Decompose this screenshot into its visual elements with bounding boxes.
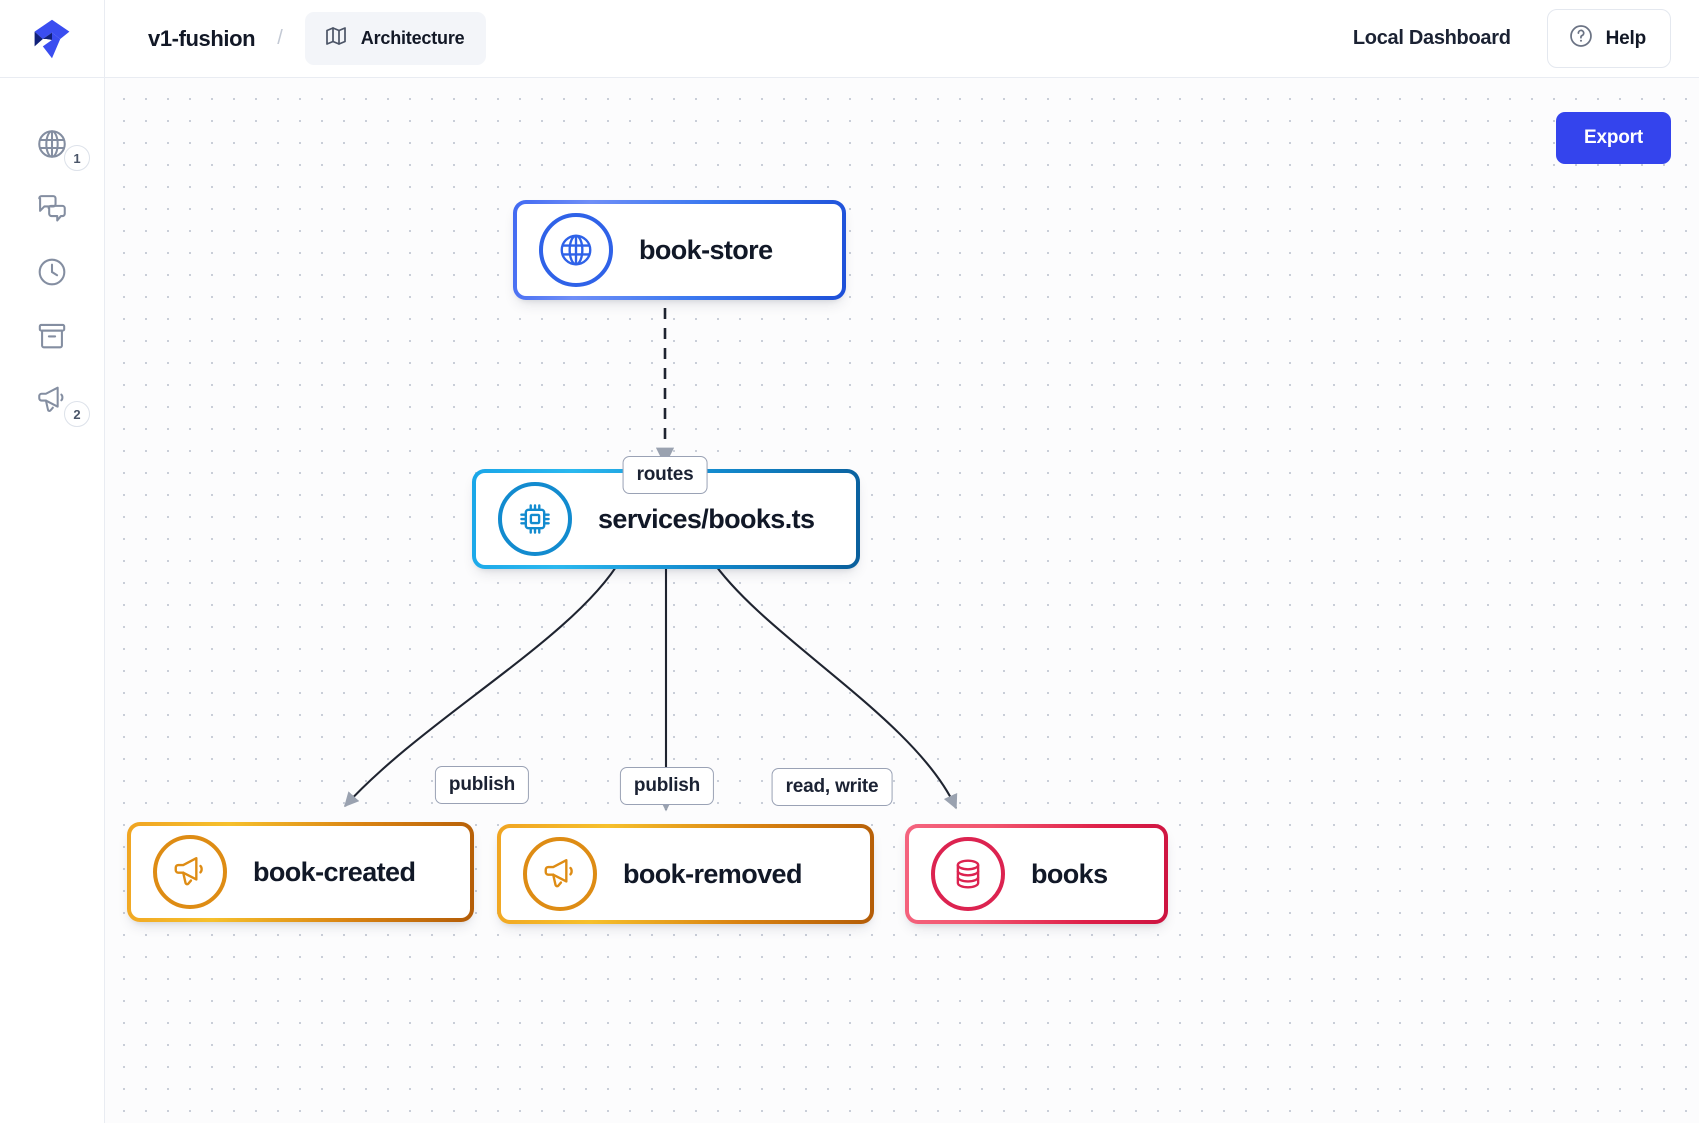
sidebar-badge-events: 2: [64, 401, 90, 427]
app-header: v1-fushion / Architecture Local Dashboar…: [0, 0, 1699, 78]
tab-architecture-label: Architecture: [360, 28, 465, 48]
edge-label-publish-created: publish: [434, 766, 530, 804]
breadcrumb: v1-fushion / Architecture: [105, 12, 487, 65]
edge-layer: [344, 288, 958, 812]
left-sidebar: 1: [0, 78, 105, 1123]
header-actions: Local Dashboard Help: [1353, 9, 1699, 68]
app-body: 1: [0, 78, 1699, 1123]
help-button[interactable]: Help: [1546, 9, 1671, 68]
page-title: v1-fushion: [148, 25, 256, 51]
edge-label-publish-removed: publish: [619, 767, 715, 805]
chat-bubbles-icon: [35, 191, 69, 230]
breadcrumb-separator: /: [277, 27, 283, 49]
node-books-label: books: [1031, 858, 1108, 889]
tab-architecture[interactable]: Architecture: [304, 12, 487, 65]
node-book-store-label: book-store: [639, 234, 773, 265]
sidebar-item-events[interactable]: 2: [17, 370, 90, 434]
megaphone-icon: [523, 837, 597, 911]
clock-icon: [35, 255, 69, 294]
edge-label-read-write: read, write: [771, 768, 893, 806]
export-button[interactable]: Export: [1556, 112, 1671, 164]
megaphone-icon: [35, 383, 69, 422]
sidebar-item-storage[interactable]: [17, 306, 87, 370]
database-icon: [931, 837, 1005, 911]
sidebar-item-messages[interactable]: [17, 178, 87, 242]
archive-icon: [35, 319, 69, 358]
sidebar-badge-domains: 1: [64, 145, 90, 171]
node-book-removed-label: book-removed: [623, 858, 802, 889]
node-book-created[interactable]: book-created: [127, 822, 474, 922]
node-books[interactable]: books: [905, 824, 1168, 924]
eventcatalog-logo-icon: [30, 17, 74, 61]
sidebar-item-history[interactable]: [17, 242, 87, 306]
node-book-store[interactable]: book-store: [513, 200, 846, 300]
node-services-books-ts-label: services/books.ts: [598, 503, 815, 534]
local-dashboard-label[interactable]: Local Dashboard: [1352, 27, 1511, 49]
megaphone-icon: [153, 835, 227, 909]
architecture-canvas[interactable]: Export routes publish publi: [105, 78, 1699, 1123]
edge-label-routes: routes: [622, 456, 708, 494]
globe-icon: [539, 213, 613, 287]
map-icon: [324, 24, 348, 53]
globe-icon: [35, 127, 69, 166]
question-circle-icon: [1568, 23, 1594, 54]
help-button-label: Help: [1605, 27, 1647, 49]
node-book-created-label: book-created: [253, 856, 416, 887]
sidebar-item-domains[interactable]: 1: [17, 114, 90, 178]
node-book-removed[interactable]: book-removed: [497, 824, 874, 924]
chip-icon: [498, 482, 572, 556]
logo-cell[interactable]: [0, 0, 105, 78]
